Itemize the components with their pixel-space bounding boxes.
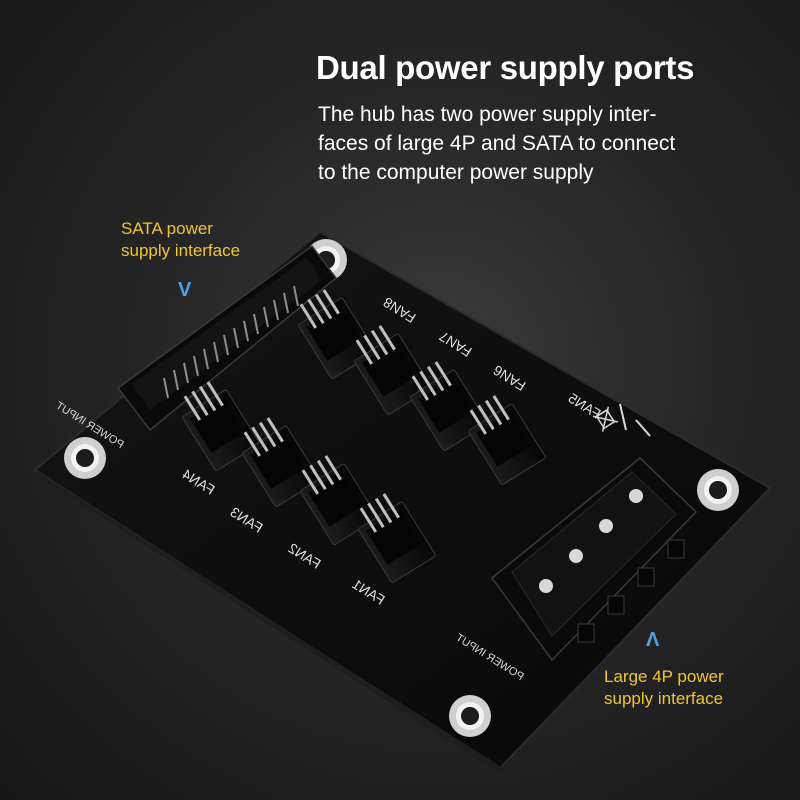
molex-connector (490, 456, 698, 662)
sata-callout-line: supply interface (121, 241, 241, 260)
mounting-hole (449, 695, 491, 737)
molex-callout: Large 4P power supply interface (604, 666, 724, 710)
molex-callout-line: supply interface (604, 689, 724, 708)
headline: Dual power supply ports (316, 49, 695, 86)
recycle-bin-crossed-icon (592, 406, 619, 432)
mounting-hole (697, 469, 739, 511)
sata-callout: SATA power supply interface (121, 218, 240, 262)
mounting-hole (64, 437, 106, 479)
description-line: to the computer power supply (318, 161, 594, 184)
description-line: faces of large 4P and SATA to connect (318, 132, 676, 155)
description: The hub has two power supply inter- face… (318, 100, 778, 187)
down-arrow-icon: V (178, 279, 192, 301)
sata-connector (116, 244, 338, 432)
up-arrow-icon: Λ (646, 629, 660, 651)
sata-callout-line: SATA power (121, 219, 213, 238)
molex-callout-line: Large 4P power (604, 667, 724, 686)
description-line: The hub has two power supply inter- (318, 103, 657, 126)
